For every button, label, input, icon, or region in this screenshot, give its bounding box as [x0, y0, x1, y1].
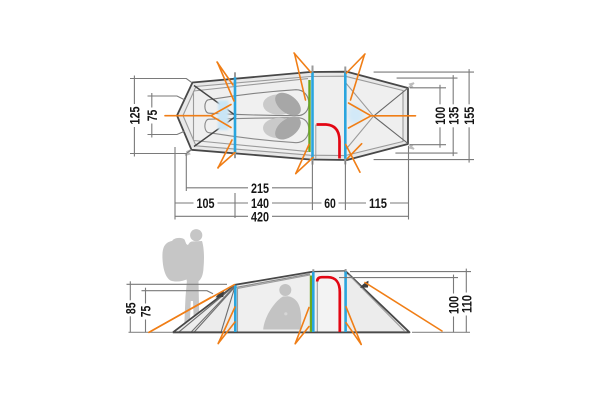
svg-text:110: 110 [459, 295, 475, 313]
svg-text:75: 75 [138, 306, 154, 318]
svg-text:100: 100 [446, 296, 462, 314]
svg-text:140: 140 [251, 195, 269, 211]
svg-text:420: 420 [251, 209, 269, 225]
svg-text:85: 85 [123, 302, 139, 314]
svg-text:75: 75 [144, 110, 160, 122]
svg-text:60: 60 [324, 195, 336, 211]
svg-text:125: 125 [127, 106, 143, 124]
svg-text:105: 105 [197, 195, 215, 211]
svg-text:155: 155 [461, 107, 477, 125]
svg-text:135: 135 [445, 107, 461, 125]
svg-text:115: 115 [369, 195, 387, 211]
svg-text:100: 100 [432, 107, 448, 125]
svg-text:215: 215 [251, 180, 269, 196]
